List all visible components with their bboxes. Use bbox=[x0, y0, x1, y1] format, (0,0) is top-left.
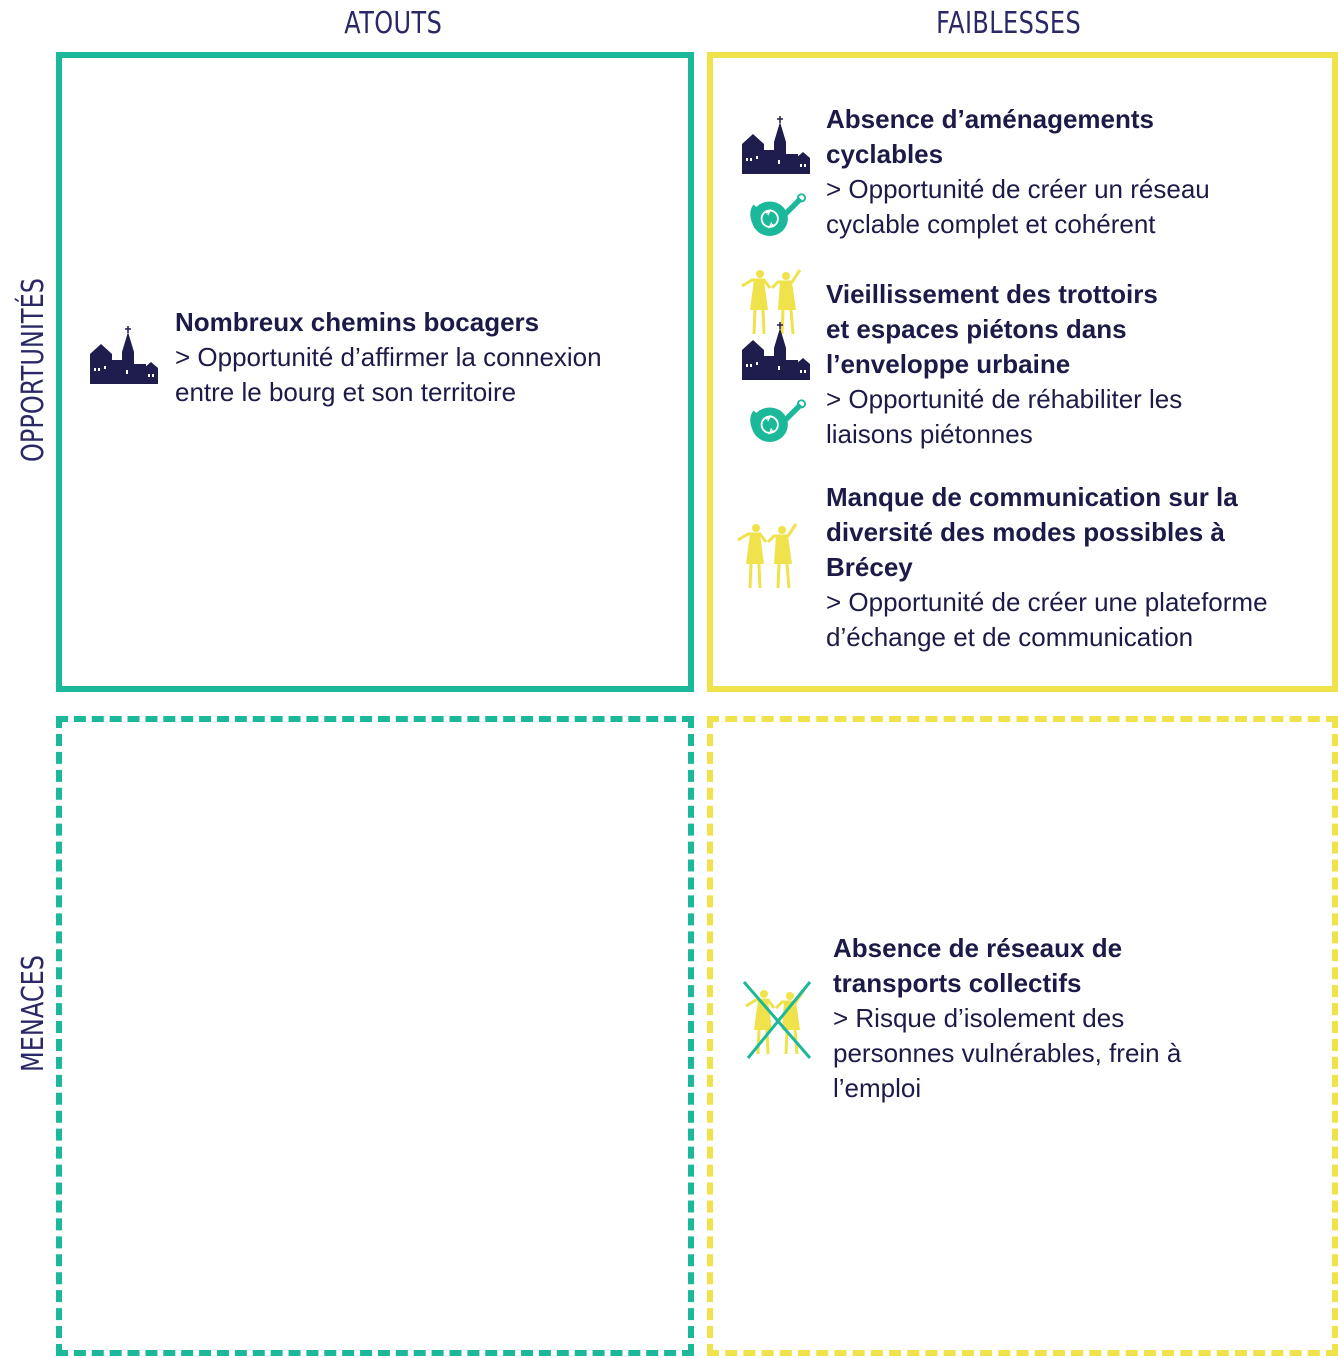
entry-title: et espaces piétons dans bbox=[826, 314, 1127, 344]
entry-title: Absence d’aménagements bbox=[826, 104, 1155, 134]
entry-amenagements-cyclables: Absence d’aménagements cyclables > Oppor… bbox=[826, 102, 1210, 242]
entry-manque-communication: Manque de communication sur la diversité… bbox=[826, 480, 1268, 655]
village-icon bbox=[88, 326, 160, 384]
watering-can-icon bbox=[748, 398, 806, 446]
entry-title: Nombreux chemins bocagers bbox=[175, 307, 540, 337]
entry-title: transports collectifs bbox=[833, 968, 1082, 998]
row-heading-menaces: MENACES bbox=[16, 955, 51, 1072]
entry-transports-collectifs: Absence de réseaux de transports collect… bbox=[833, 931, 1181, 1106]
quadrant-faiblesses-opportunites bbox=[707, 52, 1338, 692]
village-icon bbox=[740, 322, 812, 380]
watering-can-icon bbox=[748, 192, 806, 240]
entry-desc-line: l’emploi bbox=[833, 1073, 922, 1103]
entry-title: Brécey bbox=[826, 552, 913, 582]
entry-desc-line: > Risque d’isolement des bbox=[833, 1003, 1125, 1033]
entry-desc-line: cyclable complet et cohérent bbox=[826, 209, 1156, 239]
entry-desc-line: > Opportunité de créer un réseau bbox=[826, 174, 1210, 204]
entry-title: Manque de communication sur la bbox=[826, 482, 1238, 512]
entry-desc-line: liaisons piétonnes bbox=[826, 419, 1033, 449]
quadrant-faiblesses-menaces bbox=[707, 716, 1338, 1356]
quadrant-atouts-opportunites bbox=[56, 52, 694, 692]
row-heading-opportunites: OPPORTUNITÉS bbox=[16, 278, 51, 462]
entry-desc-line: > Opportunité de créer une plateforme bbox=[826, 587, 1268, 617]
entry-desc-line: entre le bourg et son territoire bbox=[175, 377, 517, 407]
people-crossed-icon bbox=[742, 981, 812, 1059]
entry-title: diversité des modes possibles à bbox=[826, 517, 1225, 547]
column-heading-atouts: ATOUTS bbox=[344, 6, 443, 41]
entry-desc-line: d’échange et de communication bbox=[826, 622, 1194, 652]
entry-desc-line: > Opportunité de réhabiliter les bbox=[826, 384, 1183, 414]
village-icon bbox=[740, 116, 812, 174]
entry-desc-line: > Opportunité d’affirmer la connexion bbox=[175, 342, 602, 372]
entry-title: Absence de réseaux de bbox=[833, 933, 1123, 963]
column-heading-faiblesses: FAIBLESSES bbox=[936, 6, 1082, 41]
entry-chemins-bocagers: Nombreux chemins bocagers > Opportunité … bbox=[175, 305, 602, 410]
entry-vieillissement-trottoirs: Vieillissement des trottoirs et espaces … bbox=[826, 277, 1182, 452]
entry-title: cyclables bbox=[826, 139, 944, 169]
people-icon bbox=[734, 520, 804, 590]
entry-title: Vieillissement des trottoirs bbox=[826, 279, 1158, 309]
quadrant-atouts-menaces bbox=[56, 716, 694, 1356]
entry-title: l’enveloppe urbaine bbox=[826, 349, 1071, 379]
entry-desc-line: personnes vulnérables, frein à bbox=[833, 1038, 1182, 1068]
